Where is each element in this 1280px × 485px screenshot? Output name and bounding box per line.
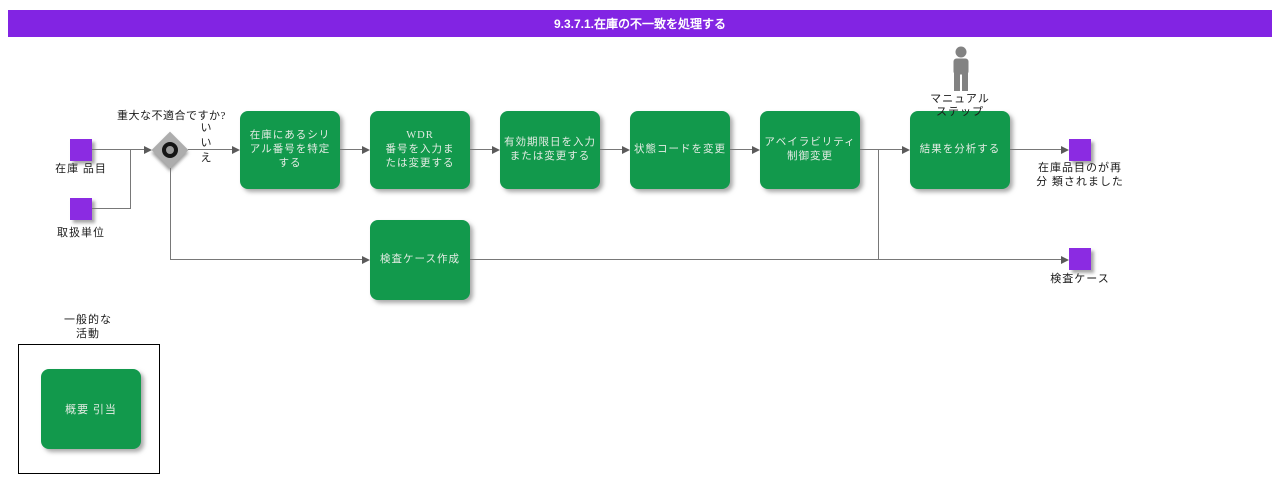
connector-line xyxy=(730,149,754,150)
connector-line xyxy=(860,149,903,150)
step-label: 在庫にあるシリ アル番号を特定 する xyxy=(249,130,331,169)
connector-line xyxy=(878,150,879,260)
arrow-head xyxy=(1061,256,1069,264)
connector-line xyxy=(340,149,364,150)
person-icon xyxy=(945,46,977,97)
arrow-head xyxy=(622,146,630,154)
connector-line xyxy=(170,259,362,260)
arrow-head xyxy=(362,256,370,264)
connector-line xyxy=(600,149,624,150)
legend-item-general-activity: 概要 引当 xyxy=(41,369,141,449)
connector-line xyxy=(470,259,1061,260)
step-label: 有効期限日を入力 または変更する xyxy=(504,137,596,162)
input-node-inventory-item-label: 在庫 品目 xyxy=(55,163,107,175)
manual-step-label: マニュアル ステップ xyxy=(930,93,990,118)
input-node-inventory-item[interactable] xyxy=(70,139,92,161)
step-identify-serial-numbers[interactable]: 在庫にあるシリ アル番号を特定 する xyxy=(240,111,340,189)
legend-item-label: 概要 引当 xyxy=(65,404,117,416)
step-label: WDR 番号を入力ま たは変更する xyxy=(385,130,455,169)
gateway-question-label: 重大な不適合ですか? xyxy=(117,110,226,122)
gateway-no-char: え xyxy=(200,152,212,164)
arrow-head xyxy=(752,146,760,154)
legend-box: 概要 引当 xyxy=(18,344,160,474)
step-label: 検査ケース作成 xyxy=(380,254,460,265)
input-node-handling-unit-label: 取扱単位 xyxy=(57,227,105,239)
step-enter-wdr-number[interactable]: WDR 番号を入力ま たは変更する xyxy=(370,111,470,189)
connector-line xyxy=(92,208,131,209)
arrow-head xyxy=(1061,146,1069,154)
gateway-no-label: い い え xyxy=(199,121,213,166)
connector-line xyxy=(188,149,234,150)
step-label: 状態コードを変更 xyxy=(634,144,726,155)
page-title: 9.3.7.1.在庫の不一致を処理する xyxy=(553,17,727,31)
output-node-inspection-case-label: 検査ケース xyxy=(1050,273,1110,285)
legend-title: 一般的な 活動 xyxy=(64,314,112,340)
step-change-status-code[interactable]: 状態コードを変更 xyxy=(630,111,730,189)
arrow-head xyxy=(492,146,500,154)
step-enter-expiration-date[interactable]: 有効期限日を入力 または変更する xyxy=(500,111,600,189)
output-node-inspection-case[interactable] xyxy=(1069,248,1091,270)
step-create-inspection-case[interactable]: 検査ケース作成 xyxy=(370,220,470,300)
title-bar: 9.3.7.1.在庫の不一致を処理する xyxy=(8,10,1272,37)
arrow-head xyxy=(902,146,910,154)
step-label: 結果を分析する xyxy=(919,144,1001,155)
input-node-handling-unit[interactable] xyxy=(70,198,92,220)
step-analyze-results[interactable]: 結果を分析する xyxy=(910,111,1010,189)
output-node-item-reclassified[interactable] xyxy=(1069,139,1091,161)
output-node-item-reclassified-label: 在庫品目のが再 分 類されました xyxy=(1036,162,1124,188)
step-label: アベイラビリティ 制御変更 xyxy=(764,137,856,162)
step-availability-control-change[interactable]: アベイラビリティ 制御変更 xyxy=(760,111,860,189)
gateway-diamond[interactable] xyxy=(151,131,189,169)
arrow-head xyxy=(362,146,370,154)
connector-line xyxy=(130,150,131,209)
connector-line xyxy=(470,149,494,150)
gateway-no-char: い xyxy=(200,137,212,149)
gateway-no-char: い xyxy=(200,122,212,134)
connector-line xyxy=(1010,149,1061,150)
connector-line xyxy=(170,168,171,259)
gateway-ring-icon xyxy=(162,142,178,158)
arrow-head xyxy=(232,146,240,154)
arrow-head xyxy=(144,146,152,154)
connector-line xyxy=(92,149,146,150)
